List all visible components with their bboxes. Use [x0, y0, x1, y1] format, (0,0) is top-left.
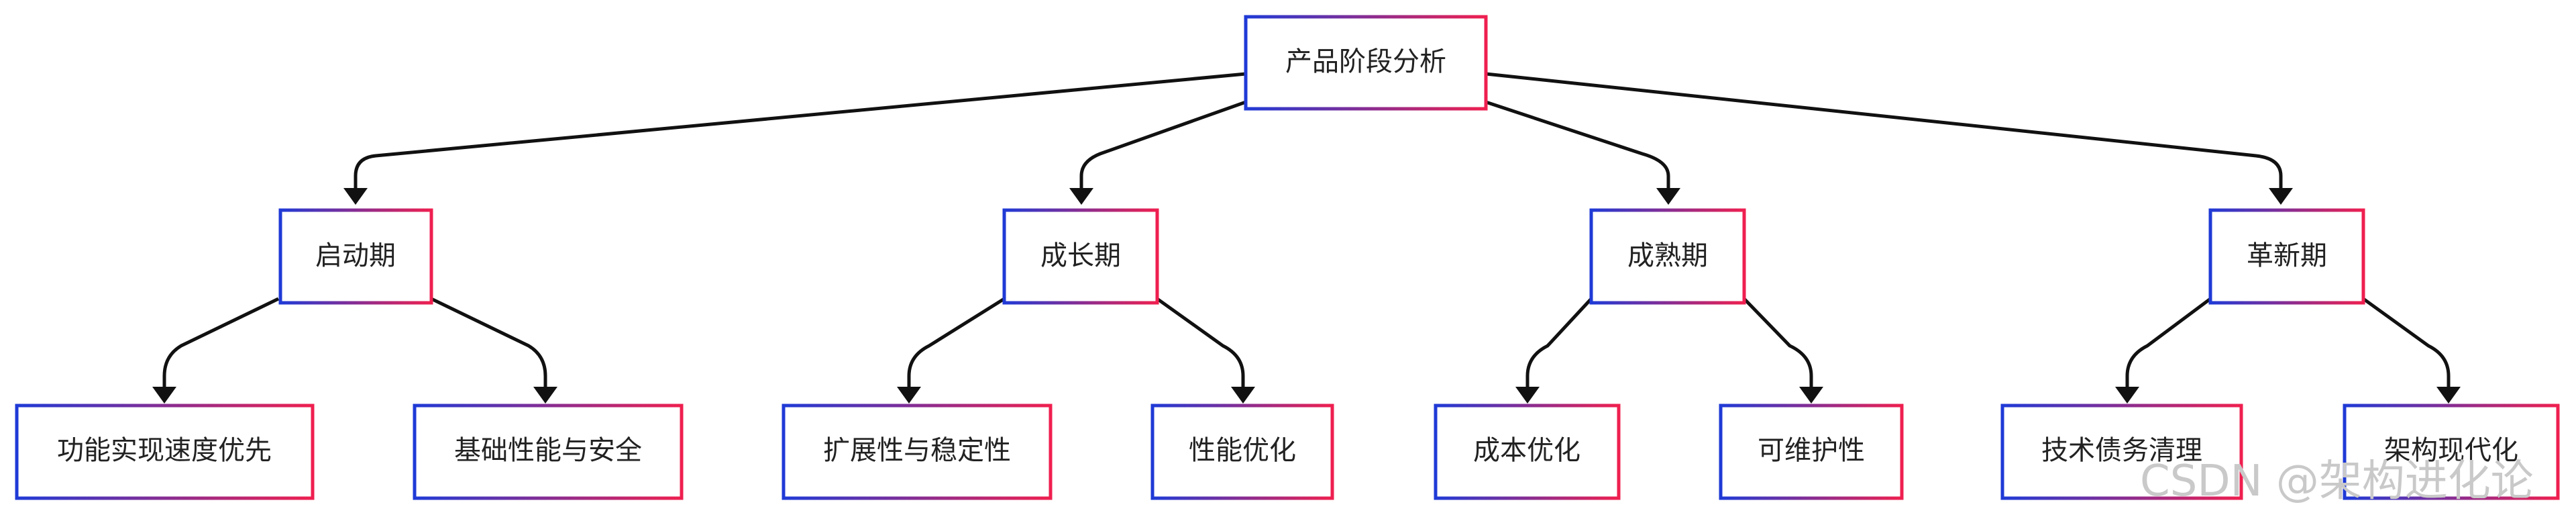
- edge-stage-4-to-child-2: [2362, 297, 2451, 395]
- stage-node-label: 革新期: [2247, 240, 2327, 271]
- edge-stage-2-to-child-1: [907, 297, 1006, 395]
- arrowhead-child-3-2: [1799, 387, 1823, 404]
- arrowhead-child-4-1: [2115, 387, 2139, 404]
- arrowheads: [152, 188, 2461, 404]
- root-node[interactable]: 产品阶段分析: [1244, 15, 1488, 111]
- stage-node-growth[interactable]: 成长期: [1002, 208, 1159, 305]
- leaf-node-label: 扩展性与稳定性: [823, 435, 1011, 466]
- edge-root-to-stage-1: [354, 72, 1246, 196]
- leaf-node-label: 架构现代化: [2384, 435, 2518, 466]
- leaf-node-1-2[interactable]: 基础性能与安全: [413, 404, 684, 500]
- leaf-node-3-2[interactable]: 可维护性: [1719, 404, 1904, 500]
- stage-node-label: 启动期: [315, 240, 396, 271]
- root-node-label: 产品阶段分析: [1285, 46, 1446, 77]
- leaf-node-2-1[interactable]: 扩展性与稳定性: [782, 404, 1053, 500]
- leaf-node-4-2[interactable]: 架构现代化: [2343, 404, 2560, 500]
- edge-stage-2-to-child-2: [1156, 297, 1245, 395]
- edge-root-to-stage-4: [1485, 72, 2283, 196]
- edge-root-to-stage-3: [1485, 100, 1670, 196]
- arrowhead-child-3-1: [1515, 387, 1540, 404]
- arrowhead-child-2-2: [1231, 387, 1255, 404]
- edge-stage-1-to-child-2: [430, 297, 547, 395]
- leaf-node-label: 可维护性: [1758, 435, 1865, 466]
- arrowhead-child-1-1: [152, 387, 176, 404]
- leaf-node-4-1[interactable]: 技术债务清理: [2000, 404, 2243, 500]
- leaf-node-label: 功能实现速度优先: [57, 435, 272, 466]
- leaf-node-label: 技术债务清理: [2041, 435, 2202, 466]
- leaf-node-1-1[interactable]: 功能实现速度优先: [15, 404, 315, 500]
- edge-stage-3-to-child-2: [1743, 297, 1813, 395]
- arrowhead-child-2-1: [897, 387, 921, 404]
- stage-node-maturity[interactable]: 成熟期: [1589, 208, 1746, 305]
- stage-node-startup[interactable]: 启动期: [278, 208, 433, 305]
- arrowhead-stage-3: [1656, 188, 1680, 205]
- leaf-node-label: 成本优化: [1473, 435, 1580, 466]
- edge-stage-4-to-child-1: [2125, 297, 2212, 395]
- arrowhead-child-4-2: [2436, 387, 2461, 404]
- leaf-node-label: 基础性能与安全: [454, 435, 642, 466]
- stage-node-label: 成熟期: [1627, 240, 1708, 271]
- arrowhead-child-1-2: [533, 387, 557, 404]
- stage-node-label: 成长期: [1040, 240, 1121, 271]
- arrowhead-stage-1: [343, 188, 368, 205]
- leaf-node-3-1[interactable]: 成本优化: [1434, 404, 1621, 500]
- edges: [162, 72, 2451, 395]
- edge-stage-3-to-child-1: [1525, 297, 1593, 395]
- leaf-node-2-2[interactable]: 性能优化: [1150, 404, 1334, 500]
- watermark: CSDN @架构进化论: [2140, 457, 2534, 506]
- arrowhead-stage-4: [2269, 188, 2293, 205]
- leaf-node-label: 性能优化: [1189, 435, 1296, 466]
- edge-root-to-stage-2: [1079, 100, 1246, 196]
- stage-node-innovation[interactable]: 革新期: [2208, 208, 2365, 305]
- edge-stage-1-to-child-1: [162, 297, 280, 395]
- arrowhead-stage-2: [1069, 188, 1093, 205]
